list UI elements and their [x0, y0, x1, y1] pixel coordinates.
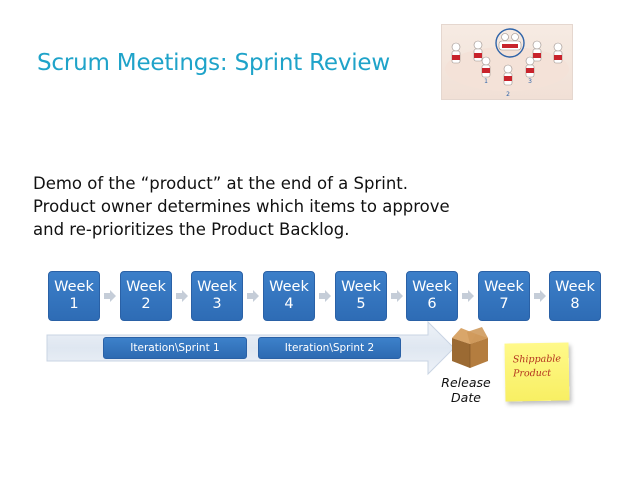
box-icon	[452, 327, 488, 368]
scrum-team-illustration: 1 2 3	[445, 28, 569, 98]
week-number: 3	[212, 296, 222, 312]
week-label: Week	[54, 279, 94, 295]
week-number: 4	[284, 296, 294, 312]
iteration-sprint-2: Iteration\Sprint 2	[258, 337, 401, 359]
chevron-right-icon	[319, 290, 331, 302]
week-label: Week	[269, 279, 309, 295]
week-label: Week	[555, 279, 595, 295]
week-label: Week	[412, 279, 452, 295]
sticky-line: Shippable	[512, 353, 562, 366]
week-label: Week	[197, 279, 237, 295]
week-number: 8	[570, 296, 580, 312]
shippable-product-note: Shippable Product	[504, 342, 570, 402]
figure-label-2: 2	[506, 91, 510, 98]
week-box-6: Week 6	[406, 271, 458, 321]
chevron-right-icon	[104, 290, 116, 302]
week-box-2: Week 2	[120, 271, 172, 321]
chevron-right-icon	[462, 290, 474, 302]
week-label: Week	[341, 279, 381, 295]
week-number: 2	[141, 296, 151, 312]
slide-body: Demo of the “product” at the end of a Sp…	[33, 172, 493, 241]
scrum-team-image: 1 2 3	[441, 24, 573, 100]
week-box-8: Week 8	[549, 271, 601, 321]
body-line: Product owner determines which items to …	[33, 197, 450, 216]
release-date-label: Release Date	[438, 375, 494, 405]
week-number: 6	[427, 296, 437, 312]
sticky-line: Product	[512, 367, 552, 380]
body-line: and re-prioritizes the Product Backlog.	[33, 220, 350, 239]
slide-title: Scrum Meetings: Sprint Review	[37, 50, 390, 76]
week-number: 5	[356, 296, 366, 312]
release-line: Release	[441, 375, 491, 390]
week-number: 7	[499, 296, 509, 312]
week-box-1: Week 1	[48, 271, 100, 321]
figure-label-1: 1	[484, 78, 488, 85]
chevron-right-icon	[247, 290, 259, 302]
week-label: Week	[484, 279, 524, 295]
iteration-sprint-1: Iteration\Sprint 1	[103, 337, 247, 359]
chevron-right-icon	[391, 290, 403, 302]
week-box-5: Week 5	[335, 271, 387, 321]
week-box-4: Week 4	[263, 271, 315, 321]
chevron-right-icon	[176, 290, 188, 302]
week-number: 1	[69, 296, 79, 312]
week-box-3: Week 3	[191, 271, 243, 321]
body-line: Demo of the “product” at the end of a Sp…	[33, 174, 409, 193]
figure-label-3: 3	[528, 78, 532, 85]
week-box-7: Week 7	[478, 271, 530, 321]
release-line: Date	[451, 390, 481, 405]
chevron-right-icon	[534, 290, 546, 302]
week-label: Week	[126, 279, 166, 295]
